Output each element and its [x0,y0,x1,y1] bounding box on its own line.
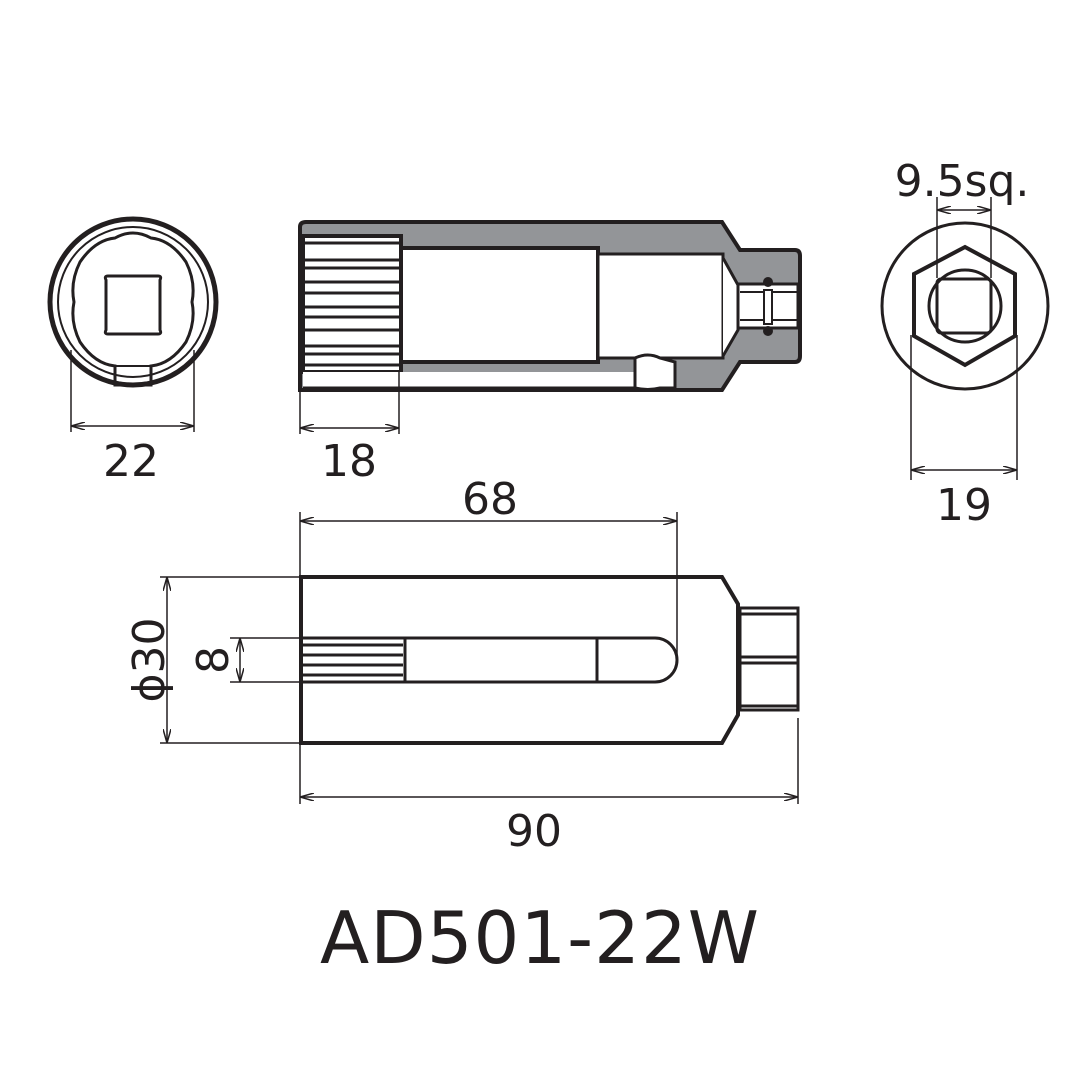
dimension-socket-size: 22 [103,436,159,487]
dimension-diameter: ϕ30 [124,617,175,703]
dimension-drive-square: 9.5sq. [894,156,1030,207]
dimension-overall-length: 90 [506,806,562,857]
dimension-slot-width: 8 [188,646,239,674]
model-number: AD501-22W [320,896,760,980]
dimension-hex-size: 19 [936,480,992,531]
socket-end-view [47,216,219,432]
section-view [298,220,802,434]
drive-end-view [880,197,1050,480]
dimension-spline-depth: 18 [321,436,377,487]
side-view [160,512,800,804]
dimension-slot-length: 68 [462,474,518,525]
